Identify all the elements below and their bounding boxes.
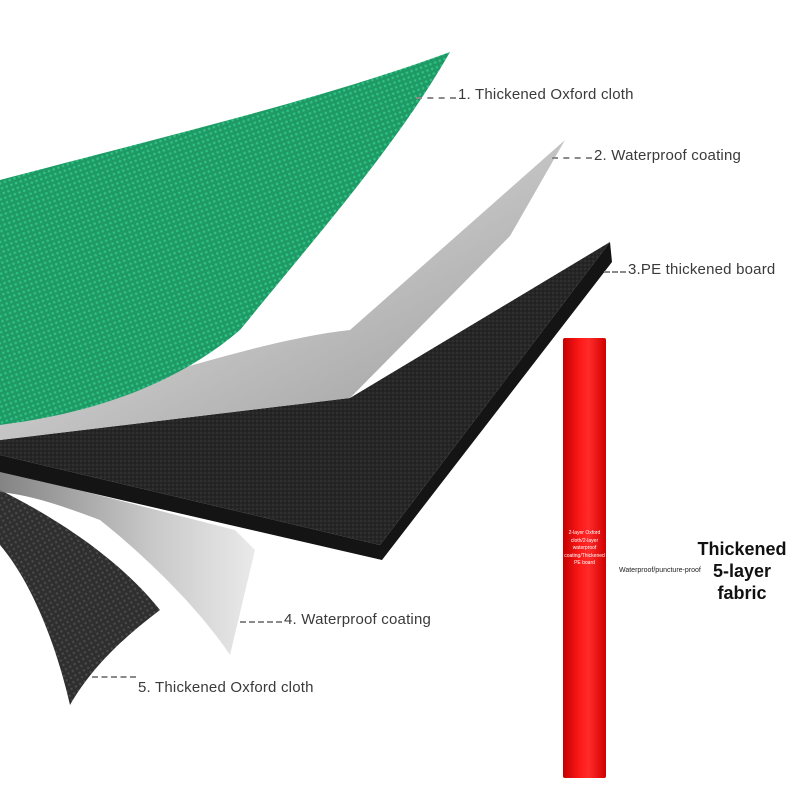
- feature-title-line-2: 5-layer: [712, 561, 772, 581]
- layer-5-oxford-cloth: [0, 490, 160, 705]
- leader-line-1: [416, 97, 456, 99]
- feature-title: Thickened 5-layer fabric: [690, 538, 794, 604]
- strip-line-1: 2-layer Oxford: [568, 530, 601, 536]
- strip-line-4: coating/Thickened: [564, 552, 605, 559]
- leader-line-5: [92, 676, 136, 678]
- strip-caption: 2-layer Oxford cloth/2-layer waterproof …: [564, 530, 605, 568]
- layer-3-label: 3.PE thickened board: [628, 261, 776, 278]
- red-edge-strip: [563, 338, 606, 778]
- leader-line-3: [604, 271, 626, 273]
- strip-line-5: PE board: [574, 560, 595, 566]
- layer-1-label: 1. Thickened Oxford cloth: [458, 86, 634, 103]
- strip-line-2: cloth/2-layer: [570, 537, 599, 544]
- layer-4-waterproof-coating: [0, 470, 255, 655]
- feature-title-line-3: fabric: [717, 583, 767, 603]
- layer-3-pe-board-edge: [0, 242, 612, 560]
- feature-title-line-1: Thickened: [697, 539, 787, 559]
- layer-1-oxford-cloth: [0, 52, 450, 425]
- leader-line-2: [552, 157, 592, 159]
- layer-4-label: 4. Waterproof coating: [284, 611, 432, 628]
- layer-2-label: 2. Waterproof coating: [594, 147, 742, 164]
- strip-line-3: waterproof: [572, 545, 597, 551]
- layer-3-pe-board-top: [0, 242, 610, 545]
- strip-side-note: Waterproof/puncture-proof: [619, 567, 701, 574]
- leader-line-4: [240, 621, 282, 623]
- layer-5-label: 5. Thickened Oxford cloth: [138, 679, 314, 696]
